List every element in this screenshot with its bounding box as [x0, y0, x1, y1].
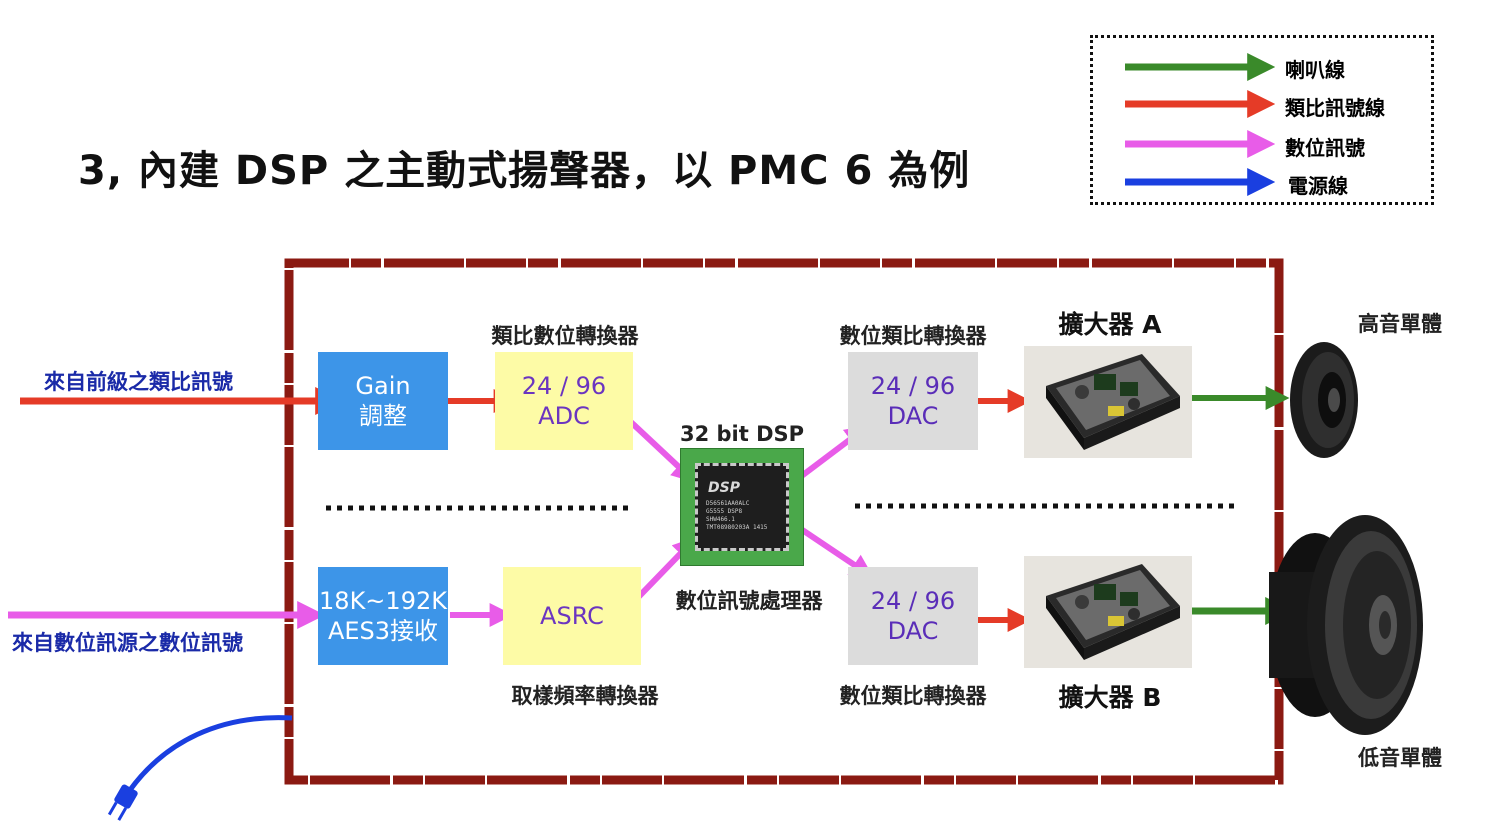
amp-b-image: [1024, 556, 1192, 668]
woofer-image: [1255, 512, 1425, 738]
receiver-block-line2: AES3接收: [327, 617, 439, 645]
tweeter-label: 高音單體: [1358, 312, 1442, 336]
tweeter-icon: [1290, 342, 1358, 458]
digital-input-label: 來自數位訊源之數位訊號: [12, 631, 243, 655]
dac-bottom-block: 24 / 96 DAC: [848, 567, 978, 665]
legend-label-power-wire: 電源線: [1288, 174, 1348, 198]
dac-top-line1: 24 / 96: [870, 372, 956, 400]
power-cord: [127, 715, 293, 792]
dac-bottom-line1: 24 / 96: [870, 587, 956, 615]
amplifier-icon: [1046, 354, 1180, 450]
woofer-label: 低音單體: [1358, 746, 1442, 770]
adc-block-line1: 24 / 96: [521, 372, 607, 400]
tweeter-image: [1278, 340, 1362, 462]
dsp-chip-icon: DSP D56561AA0ALC G5555 DSP8 SHW466.1 TMT…: [695, 463, 789, 551]
amplifier-icon: [1046, 564, 1180, 660]
asrc-block-line1: ASRC: [540, 602, 604, 630]
dac-top-line2: DAC: [887, 402, 939, 430]
legend-label-digital-wire: 數位訊號: [1285, 136, 1365, 160]
asrc-caption: 取樣頻率轉換器: [511, 684, 659, 708]
dsp-chip-board: DSP D56561AA0ALC G5555 DSP8 SHW466.1 TMT…: [680, 448, 804, 566]
legend-label-analog-wire: 類比訊號線: [1285, 96, 1385, 120]
woofer-icon: [1269, 515, 1423, 735]
amp-a-caption: 擴大器 A: [1058, 310, 1162, 339]
adc-block: 24 / 96 ADC: [495, 352, 633, 450]
amp-b-caption: 擴大器 B: [1058, 683, 1162, 712]
receiver-block-line1: 18K~192K: [319, 587, 447, 615]
dsp-chip-marking-2: G5555 DSP8: [706, 508, 743, 515]
dac-top-caption: 數位類比轉換器: [839, 324, 987, 348]
dsp-caption: 32 bit DSP: [679, 422, 805, 446]
analog-input-label: 來自前級之類比訊號: [44, 370, 233, 394]
page-title: 3, 內建 DSP 之主動式揚聲器，以 PMC 6 為例: [78, 148, 971, 194]
speaker-enclosure: [284, 258, 1284, 785]
power-plug-icon: [107, 784, 138, 821]
dsp-chip-markings: D56561AA0ALC G5555 DSP8 SHW466.1 TMT0898…: [706, 500, 767, 532]
amp-a-image: [1024, 346, 1192, 458]
dsp-chip-logo: DSP: [708, 480, 740, 496]
dac-bottom-caption: 數位類比轉換器: [839, 684, 987, 708]
dsp-chip-marking-3: SHW466.1: [706, 516, 735, 523]
aes3-receiver-block: 18K~192K AES3接收: [318, 567, 448, 665]
dsp-chip-marking-4: TMT08980203A 1415: [706, 524, 768, 531]
legend: [1090, 35, 1434, 205]
dsp-chip-marking-1: D56561AA0ALC: [706, 500, 750, 507]
legend-label-speaker-wire: 喇叭線: [1285, 58, 1345, 82]
adc-caption: 類比數位轉換器: [491, 324, 639, 348]
dac-bottom-line2: DAC: [887, 617, 939, 645]
dac-top-block: 24 / 96 DAC: [848, 352, 978, 450]
gain-block: Gain 調整: [318, 352, 448, 450]
adc-block-line2: ADC: [538, 402, 590, 430]
gain-block-line2: 調整: [359, 402, 407, 430]
dsp-description: 數位訊號處理器: [675, 589, 823, 613]
asrc-block: ASRC: [503, 567, 641, 665]
gain-block-line1: Gain: [355, 372, 411, 400]
